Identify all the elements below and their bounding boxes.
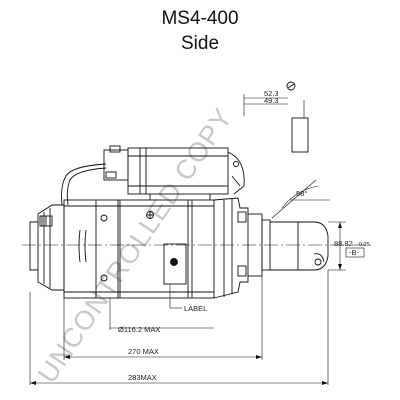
solenoid — [103, 145, 245, 200]
dim-pilot: 88.82 — [334, 239, 353, 248]
label-callout: LABEL — [184, 304, 207, 313]
dim-top-b: 49.3 — [264, 96, 279, 105]
product-label — [163, 243, 187, 309]
pinion-nose — [270, 221, 329, 271]
drive-end-housing — [213, 197, 271, 299]
dim-length-270: 270 MAX — [128, 347, 159, 356]
dim-body-diameter: Ø116.2 MAX — [118, 325, 160, 334]
motor-housing — [63, 199, 215, 299]
drawing-view-label: Side — [180, 33, 220, 54]
dim-angle: 58° — [296, 189, 307, 198]
drawing-title: MS4-400 — [161, 8, 239, 29]
watermark-text: UNCONTROLLED COPY — [32, 103, 238, 389]
dim-length-283: 283MAX — [128, 373, 157, 382]
terminal-detail — [243, 81, 309, 153]
angle-dimension — [271, 179, 330, 219]
dim-pilot-tolerance: -0.05 — [357, 242, 370, 248]
dim-top-a: 52.3 — [264, 89, 279, 98]
pilot-diameter-dimension — [328, 221, 365, 271]
datum-label: -B- — [349, 248, 360, 257]
wire-lead — [61, 163, 107, 206]
rear-end-cover — [29, 204, 65, 291]
